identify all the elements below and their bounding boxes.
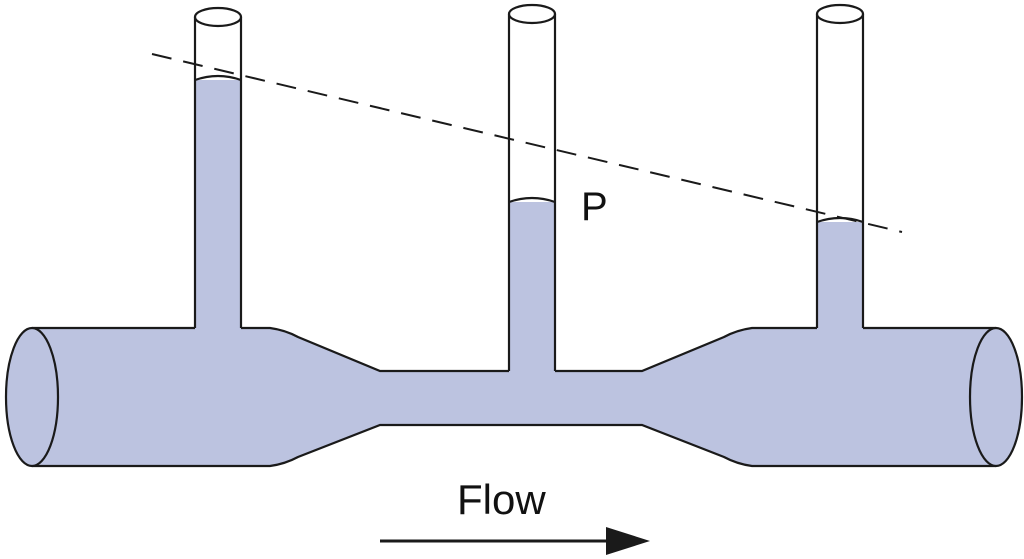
pipe-outline-top <box>32 326 996 373</box>
pressure-label: P <box>581 185 608 229</box>
pressure-gradient-line <box>151 53 903 233</box>
pipe-fluid-body <box>32 328 996 466</box>
flow-label: Flow <box>457 476 546 523</box>
arrow-right-icon <box>380 527 650 555</box>
pipe-outlet-opening <box>968 326 1024 468</box>
standpipe-middle <box>507 3 557 373</box>
standpipe-left <box>193 6 243 330</box>
pipe-outline-bottom <box>32 423 996 468</box>
standpipe-right <box>815 3 865 330</box>
pipe-inlet-opening <box>4 326 60 468</box>
